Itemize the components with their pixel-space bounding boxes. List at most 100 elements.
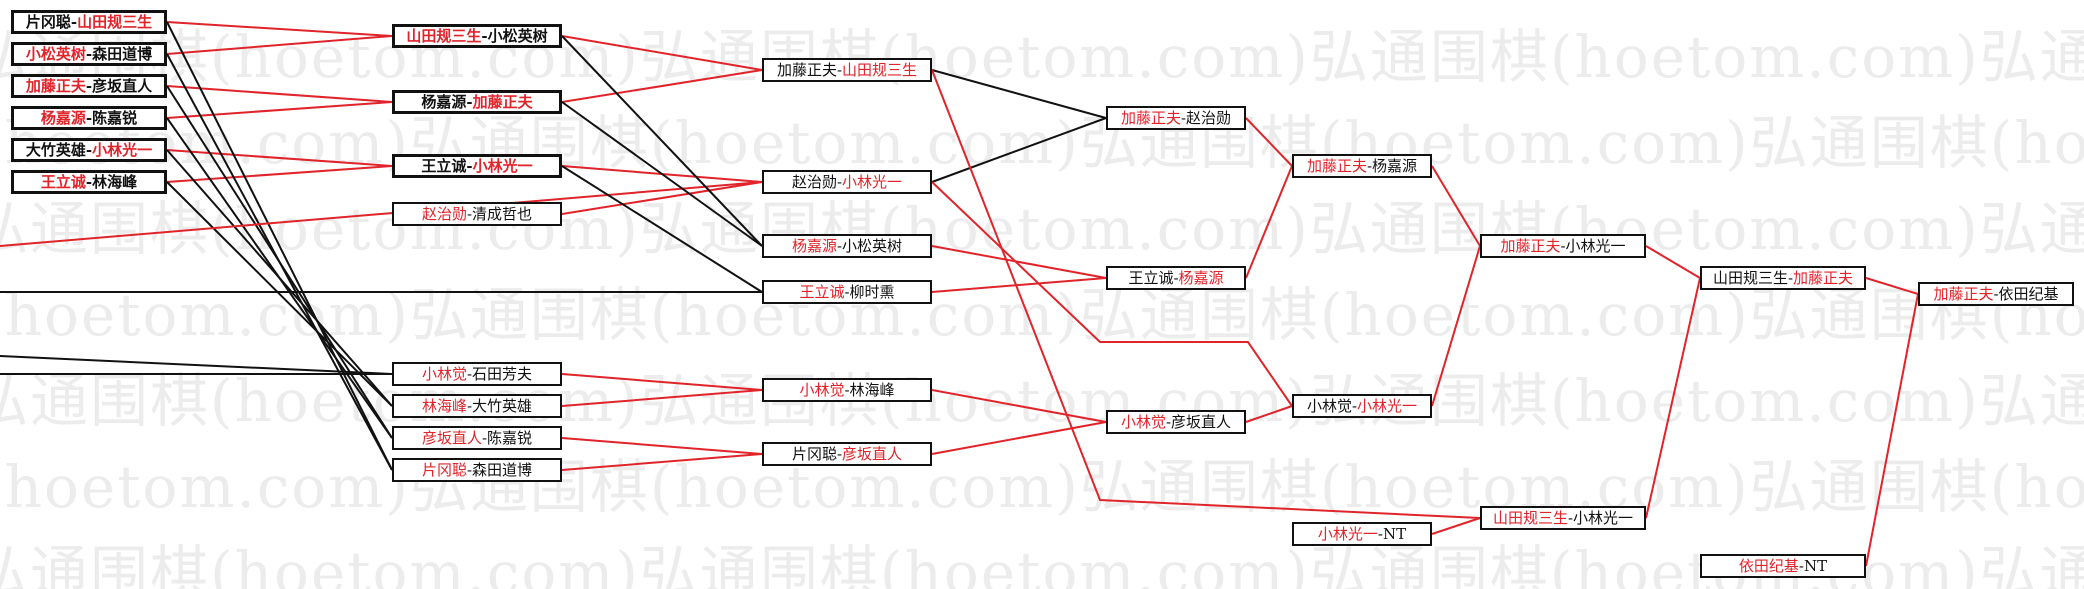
player-name: 林海峰 xyxy=(421,397,467,415)
player-name: 小林光一 xyxy=(1573,509,1634,527)
match-box-a3[interactable]: 王立诚-小林光一 xyxy=(392,154,562,178)
player-name: 赵治勋 xyxy=(1186,109,1232,127)
player-name: 山田规三生 xyxy=(77,13,153,31)
match-box-f1[interactable]: 山田规三生-加藤正夫 xyxy=(1700,266,1866,290)
match-box-r0-2[interactable]: 小松英树-森田道博 xyxy=(11,42,167,66)
player-name: 加藤正夫 xyxy=(1933,285,1994,303)
match-box-d2[interactable]: 小林觉-小林光一 xyxy=(1292,394,1432,418)
bracket-line xyxy=(0,181,763,247)
player-name: 彦坂直人 xyxy=(421,429,482,447)
bracket-line xyxy=(931,117,1107,183)
match-box-r0-6[interactable]: 王立诚-林海峰 xyxy=(11,170,167,194)
player-name: 杨嘉源 xyxy=(1372,157,1418,175)
match-box-b2[interactable]: 赵治勋-小林光一 xyxy=(762,170,932,194)
bracket-line xyxy=(931,421,1107,455)
bracket-line xyxy=(166,35,393,55)
player-name: 小林光一 xyxy=(1317,525,1378,543)
bracket-line xyxy=(561,373,763,391)
match-box-r0-1[interactable]: 片冈聪-山田规三生 xyxy=(11,10,167,34)
bracket-line xyxy=(931,389,1107,423)
player-name: 山田规三生 xyxy=(842,61,918,79)
player-name: 加藤正夫 xyxy=(776,61,837,79)
match-box-e1[interactable]: 加藤正夫-小林光一 xyxy=(1480,234,1646,258)
bracket-line xyxy=(1245,165,1293,279)
player-name: 小林觉 xyxy=(1120,413,1166,431)
match-box-a7[interactable]: 彦坂直人-陈嘉锐 xyxy=(392,426,562,450)
match-box-d1[interactable]: 加藤正夫-杨嘉源 xyxy=(1292,154,1432,178)
player-name: 加藤正夫 xyxy=(1120,109,1181,127)
match-box-b5[interactable]: 小林觉-林海峰 xyxy=(762,378,932,402)
bracket-line xyxy=(561,69,763,103)
player-name: 小林觉 xyxy=(799,381,845,399)
bracket-line xyxy=(561,453,763,471)
match-box-c3[interactable]: 小林觉-彦坂直人 xyxy=(1106,410,1246,434)
player-name: 小林光一 xyxy=(92,141,153,159)
bracket-line xyxy=(166,181,393,407)
player-name: 小林觉 xyxy=(1306,397,1352,415)
player-name: 小松英树 xyxy=(842,237,903,255)
match-box-b1[interactable]: 加藤正夫-山田规三生 xyxy=(762,58,932,82)
player-name: 小林光一 xyxy=(842,173,903,191)
bracket-line xyxy=(1245,117,1293,167)
bracket-line xyxy=(1865,293,1919,567)
player-name: 片冈聪 xyxy=(25,13,71,31)
bracket-line xyxy=(1245,405,1293,423)
match-box-c1[interactable]: 加藤正夫-赵治勋 xyxy=(1106,106,1246,130)
bracket-line xyxy=(931,69,1481,519)
match-box-final[interactable]: 加藤正夫-依田纪基 xyxy=(1918,282,2074,306)
match-box-a2[interactable]: 杨嘉源-加藤正夫 xyxy=(392,90,562,114)
player-name: 森田道博 xyxy=(472,461,533,479)
bracket-line xyxy=(561,437,763,455)
bracket-line xyxy=(931,277,1107,293)
bracket-line xyxy=(1645,277,1701,519)
player-name: 小林觉 xyxy=(421,365,467,383)
match-box-r0-4[interactable]: 杨嘉源-陈嘉锐 xyxy=(11,106,167,130)
player-name: 柳时熏 xyxy=(849,283,895,301)
bracket-line xyxy=(1865,277,1919,295)
player-name: 小林光一 xyxy=(1357,397,1418,415)
player-name: 杨嘉源 xyxy=(421,93,467,111)
match-box-a6[interactable]: 林海峰-大竹英雄 xyxy=(392,394,562,418)
bracket-line xyxy=(166,165,393,183)
player-name: 石田芳夫 xyxy=(472,365,533,383)
match-box-f2[interactable]: 依田纪基-NT xyxy=(1700,554,1866,578)
player-name: 王立诚 xyxy=(1128,269,1174,287)
match-box-b6[interactable]: 片冈聪-彦坂直人 xyxy=(762,442,932,466)
player-name: 陈嘉锐 xyxy=(487,429,533,447)
bracket-line xyxy=(166,21,393,471)
match-box-r0-3[interactable]: 加藤正夫-彦坂直人 xyxy=(11,74,167,98)
player-name: 赵治勋 xyxy=(421,205,467,223)
match-box-e2[interactable]: 山田规三生-小林光一 xyxy=(1480,506,1646,530)
match-box-a1[interactable]: 山田规三生-小松英树 xyxy=(392,24,562,48)
match-box-a8[interactable]: 片冈聪-森田道博 xyxy=(392,458,562,482)
player-name: 山田规三生 xyxy=(1492,509,1568,527)
player-name: 大竹英雄 xyxy=(472,397,533,415)
player-name: NT xyxy=(1382,525,1407,543)
player-name: 小松英树 xyxy=(487,27,548,45)
player-name: 彦坂直人 xyxy=(842,445,903,463)
bracket-line xyxy=(561,165,763,293)
player-name: 杨嘉源 xyxy=(40,109,86,127)
bracket-line xyxy=(1645,245,1701,279)
match-box-a4[interactable]: 赵治勋-清成哲也 xyxy=(392,202,562,226)
player-name: 加藤正夫 xyxy=(1306,157,1367,175)
player-name: 杨嘉源 xyxy=(1178,269,1224,287)
match-box-b3[interactable]: 杨嘉源-小松英树 xyxy=(762,234,932,258)
player-name: 片冈聪 xyxy=(421,461,467,479)
player-name: 王立诚 xyxy=(421,157,467,175)
player-name: 大竹英雄 xyxy=(25,141,86,159)
player-name: 森田道博 xyxy=(92,45,153,63)
player-name: 林海峰 xyxy=(92,173,138,191)
match-box-d3[interactable]: 小林光一-NT xyxy=(1292,522,1432,546)
player-name: 片冈聪 xyxy=(791,445,837,463)
bracket-line xyxy=(166,85,393,103)
match-box-c2[interactable]: 王立诚-杨嘉源 xyxy=(1106,266,1246,290)
player-name: 清成哲也 xyxy=(472,205,533,223)
bracket-line xyxy=(561,35,763,247)
match-box-a5[interactable]: 小林觉-石田芳夫 xyxy=(392,362,562,386)
match-box-r0-5[interactable]: 大竹英雄-小林光一 xyxy=(11,138,167,162)
match-box-b4[interactable]: 王立诚-柳时熏 xyxy=(762,280,932,304)
player-name: 山田规三生 xyxy=(1712,269,1788,287)
player-name: 赵治勋 xyxy=(791,173,837,191)
